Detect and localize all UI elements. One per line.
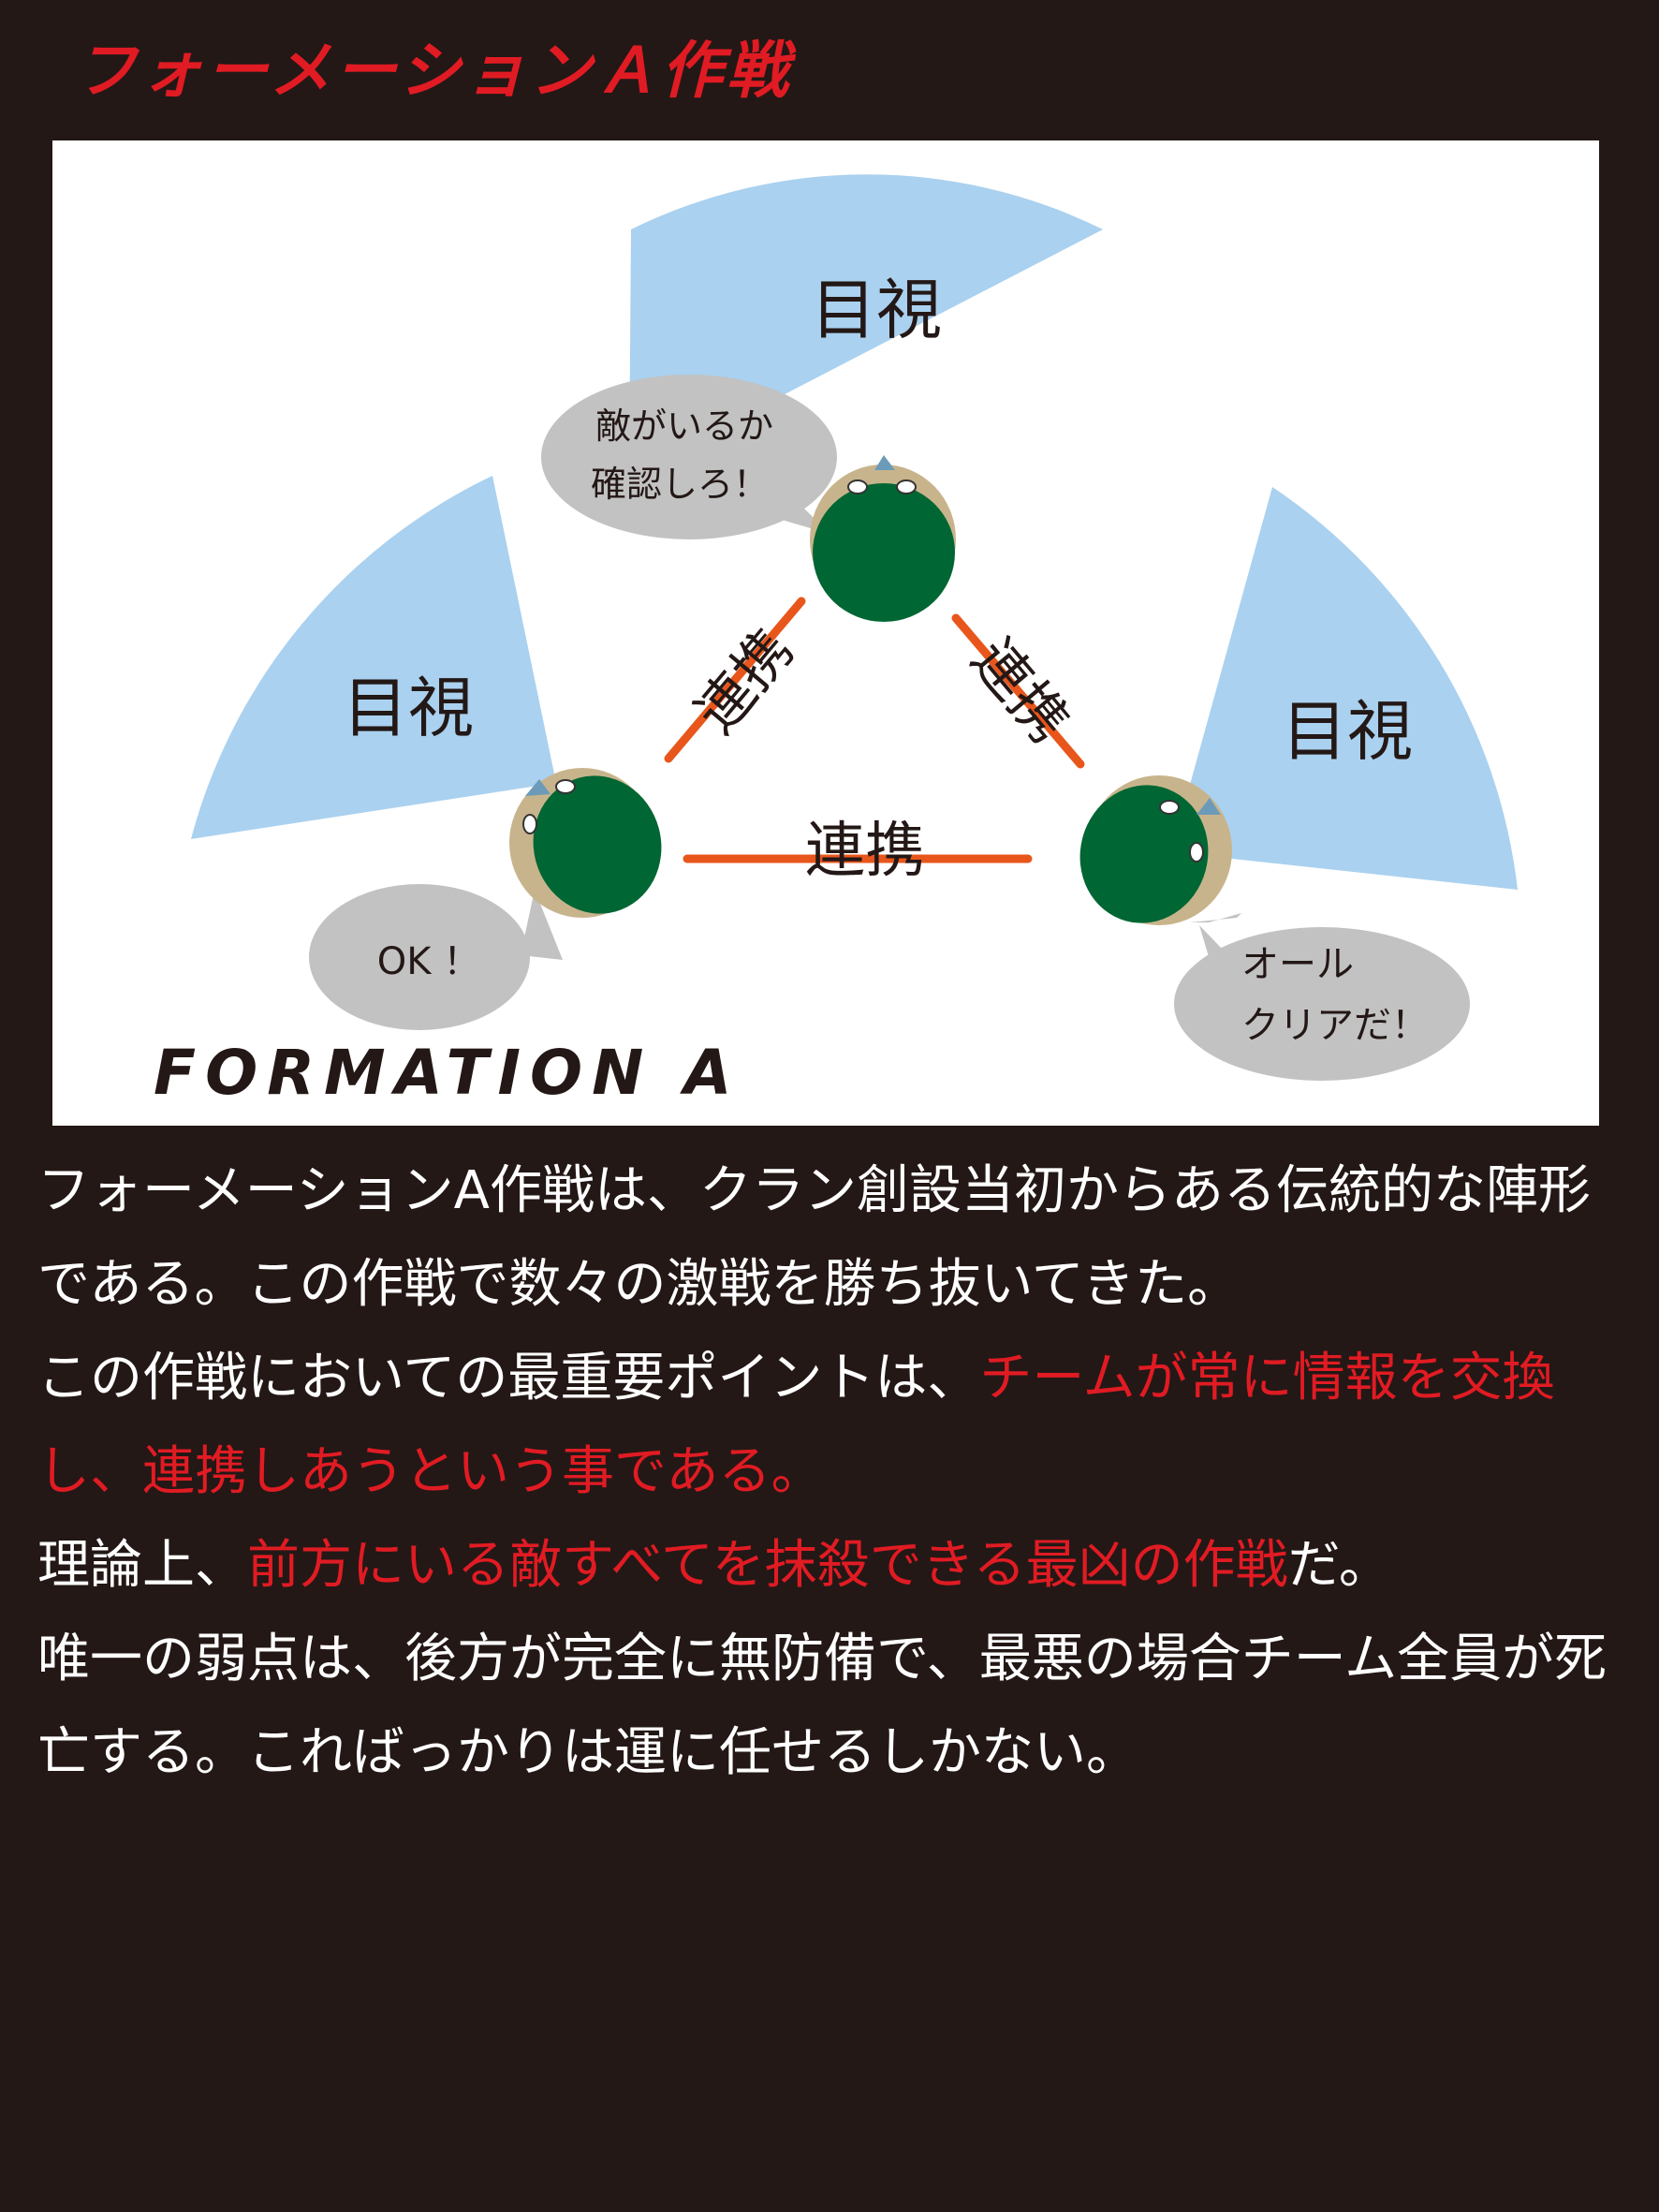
bubble-left-line1: OK ！ [377, 940, 480, 983]
speech-bubble-left: OK ！ [309, 884, 563, 1030]
bubble-top-line1: 敵がいるか [595, 406, 773, 447]
body-text-segment: だ。 [1287, 1535, 1391, 1596]
vision-label-right: 目視 [1282, 693, 1413, 770]
highlight-text: 前方にいる敵すべてを抹殺できる最凶の作戦 [247, 1535, 1288, 1596]
bubble-top-line2: 確認しろ！ [591, 464, 769, 505]
link-label-bottom: 連携 [805, 817, 925, 886]
body-text-segment: 理論上、 [37, 1535, 247, 1596]
link-line-right [951, 613, 1085, 769]
link-line-left [664, 597, 806, 763]
vision-label-left: 目視 [343, 670, 474, 746]
paragraph: 理論上、前方にいる敵すべてを抹殺できる最凶の作戦だ。 [37, 1519, 1629, 1613]
player-top [810, 455, 956, 622]
body-text-segment: フォーメーションA作戦は、クラン創設当初からある伝統的な陣形である。この作戦で数… [37, 1160, 1591, 1315]
body-text-segment: 唯一の弱点は、後方が完全に無防備で、最悪の場合チーム全員が死亡する。こればっかり… [37, 1629, 1608, 1783]
paragraph: この作戦においての最重要ポイントは、チームが常に情報を交換し、連携しあうという事… [37, 1332, 1629, 1519]
description-text: フォーメーションA作戦は、クラン創設当初からある伝統的な陣形である。この作戦で数… [37, 1144, 1629, 1800]
vision-label-top: 目視 [811, 272, 942, 348]
page-title: フォーメーションＡ作戦 [75, 35, 793, 107]
player-left [509, 768, 662, 918]
vision-cone-right [1171, 487, 1518, 890]
paragraph: フォーメーションA作戦は、クラン創設当初からある伝統的な陣形である。この作戦で数… [37, 1144, 1629, 1332]
link-label-left: 連携 [683, 617, 806, 745]
vision-cone-left [191, 476, 556, 839]
body-text-segment: この作戦においての最重要ポイントは、 [37, 1348, 980, 1408]
formation-logo: FORMATION A [154, 1037, 741, 1109]
speech-bubble-right: オール クリアだ！ [1174, 913, 1470, 1081]
player-right [1079, 775, 1232, 925]
speech-bubble-top: 敵がいるか 確認しろ！ [541, 375, 837, 539]
bubble-right-line2: クリアだ！ [1241, 1004, 1429, 1047]
formation-svg: 連携 連携 連携 目視 目視 目視 敵がいるか 確認しろ！ OK ！ オール ク… [154, 174, 1518, 1109]
formation-diagram: 連携 連携 連携 目視 目視 目視 敵がいるか 確認しろ！ OK ！ オール ク… [52, 140, 1599, 1126]
highlight-text: チームが常に情報を交換し、連携しあうという事である。 [37, 1348, 1555, 1502]
bubble-right-line1: オール [1241, 943, 1354, 986]
paragraph: 唯一の弱点は、後方が完全に無防備で、最悪の場合チーム全員が死亡する。こればっかり… [37, 1613, 1629, 1800]
